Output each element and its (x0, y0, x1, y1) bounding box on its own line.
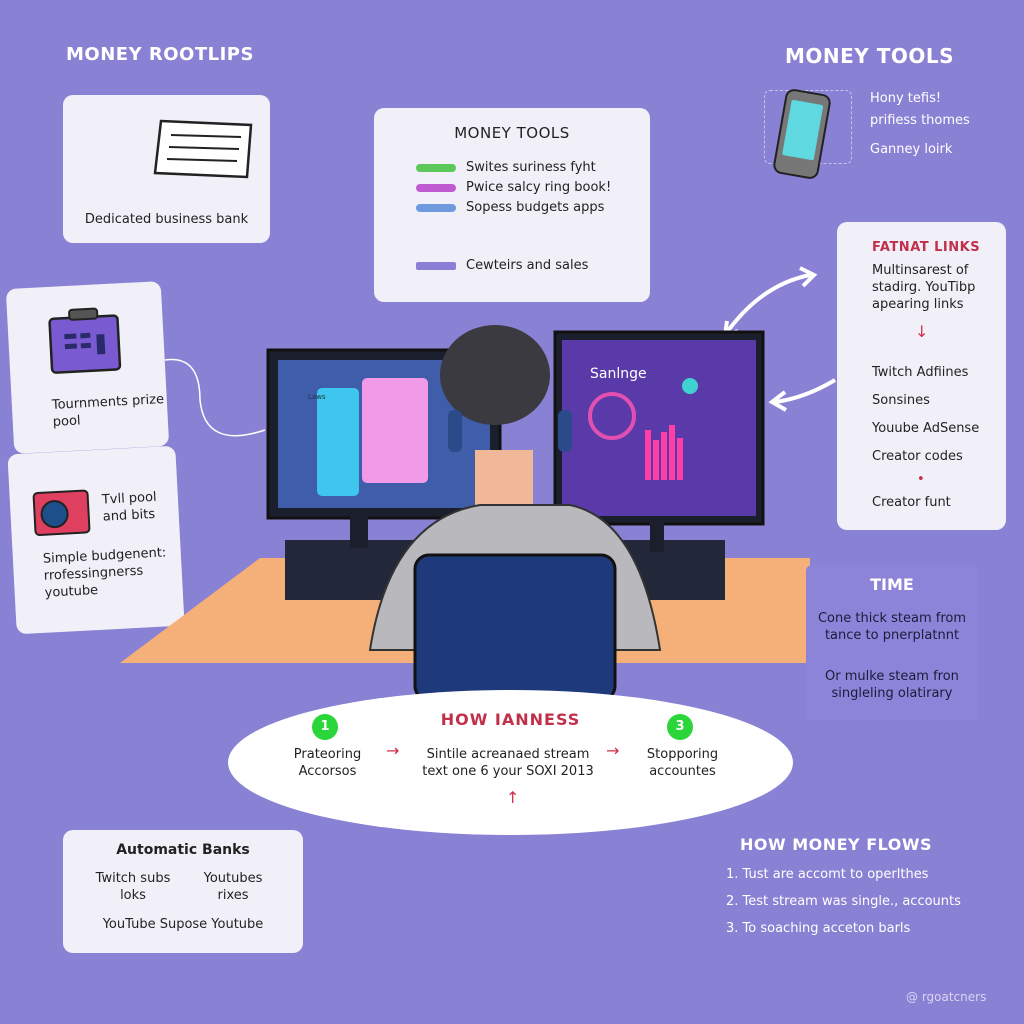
briefcase-icon (48, 307, 122, 374)
phone-icon (773, 89, 831, 179)
dots-icon (416, 163, 456, 172)
arrow-bar-icon (416, 261, 456, 270)
tool-label: Swites suriness fyht (466, 160, 596, 175)
time-title: TIME (870, 575, 914, 594)
links-card: FATNAT LINKS Multinsarest of stadirg. Yo… (837, 222, 1006, 530)
down-arrow-icon: ↓ (915, 322, 929, 341)
camera-icon (32, 489, 91, 536)
left-monitor-tag: Laws (308, 393, 326, 401)
time-panel: TIME Cone thick steam from tance to pner… (806, 565, 978, 720)
step-1-badge: 1 (312, 714, 338, 740)
link-item: Creator codes (872, 449, 963, 464)
watermark: @ rgoatcners (906, 990, 987, 1004)
link-item: Creator funt (872, 495, 951, 510)
time-p1: Cone thick steam from tance to pnerplatn… (817, 611, 967, 643)
tool-label: Sopess budgets apps (466, 200, 605, 215)
link-item: Youube AdSense (872, 421, 980, 436)
tournament-card: Tournments prize pool (5, 281, 170, 454)
phone-item: Ganney loirk (870, 142, 953, 157)
notepad-icon (153, 119, 253, 179)
bullet-icon: • (917, 472, 925, 487)
auto-banks-col2: Youtubes rixes (203, 871, 263, 903)
flow-title: HOW IANNESS (440, 710, 581, 729)
phone-item: Hony tefis! (870, 91, 942, 106)
tool-item: Pwice salcy ring book! (416, 180, 611, 195)
right-monitor-title: Sanlnge (590, 366, 647, 382)
tool-item: Swites suriness fyht (416, 160, 611, 175)
tool-label: Pwice salcy ring book! (466, 180, 612, 195)
right-arrow-icon: → (386, 741, 400, 760)
step-2-label: Sintile acreanaed stream text one 6 your… (422, 747, 594, 779)
money-flow-item: 1. Tust are accomt to operlthes (726, 867, 929, 882)
section-title-money-tools: MONEY TOOLS (785, 44, 955, 68)
step-3-badge: 3 (667, 714, 693, 740)
tool-footer: Cewteirs and sales (416, 258, 588, 273)
dots-icon (416, 183, 456, 192)
link-item: Sonsines (872, 393, 930, 408)
time-p2: Or mulke steam fron singleling olatirary (825, 669, 959, 701)
step-3-label: Stopporing accountes (646, 747, 719, 779)
streamer-illustration: Laws Sanlnge (120, 325, 810, 700)
automatic-banks-card: Automatic Banks Twitch subs loks Youtube… (63, 830, 303, 953)
links-title: FATNAT LINKS (872, 240, 981, 255)
links-intro: Multinsarest of stadirg. YouTibp apearin… (872, 263, 976, 312)
dots-icon (416, 203, 456, 212)
bank-card: Dedicated business bank (63, 95, 270, 243)
camera-card: Tvll pool and bits Simple budgenent: rro… (7, 445, 185, 635)
tool-footer-label: Cewteirs and sales (466, 258, 589, 273)
right-arrow-icon: → (606, 741, 620, 760)
bank-label: Dedicated business bank (84, 212, 249, 227)
section-title-money-rootlips: MONEY ROOTLIPS (66, 44, 254, 65)
up-arrow-icon: ↑ (506, 788, 520, 807)
auto-banks-title: Automatic Banks (116, 842, 250, 858)
money-tools-title: MONEY TOOLS (454, 124, 570, 142)
auto-banks-col1: Twitch subs loks (95, 871, 171, 903)
link-item: Twitch Adfiines (872, 365, 969, 380)
phone-item: prifiess thomes (870, 113, 970, 128)
step-1-label: Prateoring Accorsos (293, 747, 362, 779)
auto-banks-footer: YouTube Supose Youtube (102, 917, 264, 932)
money-flow-item: 3. To soaching acceton barls (726, 921, 911, 936)
money-tools-card: MONEY TOOLS Swites suriness fyht Pwice s… (374, 108, 650, 302)
tool-item: Sopess budgets apps (416, 200, 611, 215)
money-flow-item: 2. Test stream was single., accounts (726, 894, 961, 909)
money-flows-title: HOW MONEY FLOWS (740, 835, 933, 854)
